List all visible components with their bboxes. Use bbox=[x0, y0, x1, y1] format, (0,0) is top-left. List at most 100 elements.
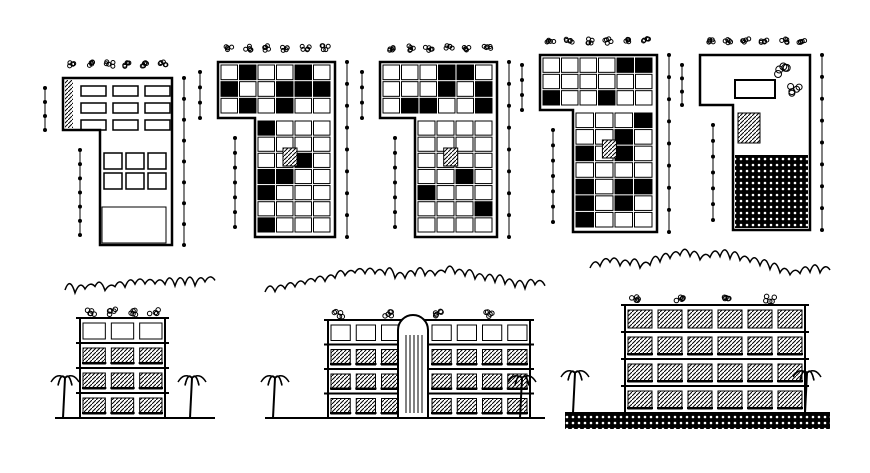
tree-icon bbox=[728, 39, 734, 45]
room bbox=[417, 168, 436, 185]
room bbox=[598, 57, 616, 73]
window bbox=[777, 309, 803, 329]
room bbox=[147, 152, 167, 170]
window bbox=[482, 398, 503, 415]
tree-icon bbox=[122, 62, 128, 68]
grid-marker bbox=[182, 96, 186, 101]
tree-icon bbox=[408, 44, 414, 50]
grid-marker bbox=[680, 76, 684, 81]
room bbox=[436, 168, 455, 185]
palm-trunk bbox=[519, 377, 523, 419]
room bbox=[257, 168, 275, 185]
floor-plan-plan-typical-floor bbox=[360, 43, 511, 239]
grid-marker bbox=[667, 75, 671, 80]
tree-icon bbox=[319, 43, 325, 49]
palm-frond bbox=[274, 375, 283, 386]
room bbox=[103, 152, 123, 170]
tree-icon bbox=[787, 82, 795, 90]
tree-icon bbox=[130, 308, 136, 314]
room bbox=[382, 97, 400, 114]
room bbox=[313, 168, 331, 185]
room bbox=[276, 217, 294, 233]
tree-icon bbox=[484, 44, 490, 50]
tree-icon bbox=[304, 47, 310, 53]
room bbox=[239, 97, 257, 114]
elevation-section bbox=[560, 248, 831, 429]
grid-marker bbox=[820, 228, 824, 232]
window bbox=[139, 397, 163, 415]
room bbox=[147, 172, 167, 190]
room bbox=[575, 211, 594, 228]
tree-icon bbox=[740, 38, 746, 44]
window bbox=[355, 324, 376, 341]
tree-icon bbox=[410, 45, 416, 51]
tree-icon bbox=[483, 309, 489, 316]
tree-icon bbox=[758, 39, 764, 45]
grid-marker bbox=[233, 180, 237, 185]
room bbox=[614, 129, 633, 145]
window bbox=[110, 397, 135, 415]
tree-icon bbox=[784, 39, 790, 45]
grid-marker bbox=[507, 125, 511, 130]
grid-marker bbox=[393, 195, 397, 200]
stair bbox=[443, 147, 459, 167]
grid-marker bbox=[507, 103, 511, 108]
room bbox=[634, 211, 653, 228]
grid-marker bbox=[78, 218, 82, 223]
window bbox=[717, 363, 743, 383]
window bbox=[777, 390, 803, 410]
grid-marker bbox=[345, 147, 349, 152]
palm-frond bbox=[184, 375, 193, 386]
grid-marker bbox=[182, 201, 186, 206]
window bbox=[507, 398, 528, 415]
window bbox=[82, 347, 106, 365]
room bbox=[276, 120, 294, 136]
window bbox=[482, 373, 503, 390]
car-icon bbox=[80, 119, 107, 131]
grid-marker bbox=[711, 138, 715, 143]
window bbox=[747, 363, 773, 383]
room bbox=[455, 185, 474, 201]
room bbox=[475, 64, 493, 81]
tree-icon bbox=[246, 46, 252, 52]
window bbox=[657, 336, 683, 356]
grid-marker bbox=[667, 141, 671, 146]
room bbox=[616, 57, 634, 73]
grid-marker bbox=[198, 100, 202, 105]
tree-icon bbox=[606, 36, 612, 42]
grid-marker bbox=[345, 125, 349, 130]
room bbox=[474, 168, 493, 185]
room bbox=[455, 168, 474, 185]
window bbox=[747, 390, 773, 410]
room bbox=[474, 185, 493, 201]
ground-hatch bbox=[565, 413, 830, 429]
window bbox=[627, 363, 653, 383]
room bbox=[294, 120, 312, 136]
room bbox=[455, 136, 474, 152]
room bbox=[436, 185, 455, 201]
grid-marker bbox=[182, 76, 186, 80]
tree-icon bbox=[158, 60, 164, 66]
palm-frond bbox=[514, 375, 523, 386]
room bbox=[561, 90, 579, 106]
tree-icon bbox=[106, 308, 113, 314]
window bbox=[110, 347, 135, 365]
tree-icon bbox=[387, 309, 393, 315]
tree-icon bbox=[466, 44, 472, 50]
room bbox=[417, 201, 436, 217]
tree-icon bbox=[449, 45, 455, 51]
room bbox=[401, 97, 419, 114]
floor-plan-plan-upper-floor bbox=[520, 36, 671, 234]
room bbox=[257, 136, 275, 152]
room bbox=[474, 120, 493, 136]
room bbox=[634, 178, 653, 195]
room bbox=[614, 145, 633, 162]
window bbox=[330, 324, 351, 341]
window bbox=[355, 398, 376, 415]
room bbox=[634, 112, 653, 129]
tree-icon bbox=[709, 37, 715, 43]
room bbox=[456, 81, 474, 97]
room bbox=[595, 178, 614, 195]
window bbox=[717, 390, 743, 410]
room bbox=[474, 201, 493, 217]
